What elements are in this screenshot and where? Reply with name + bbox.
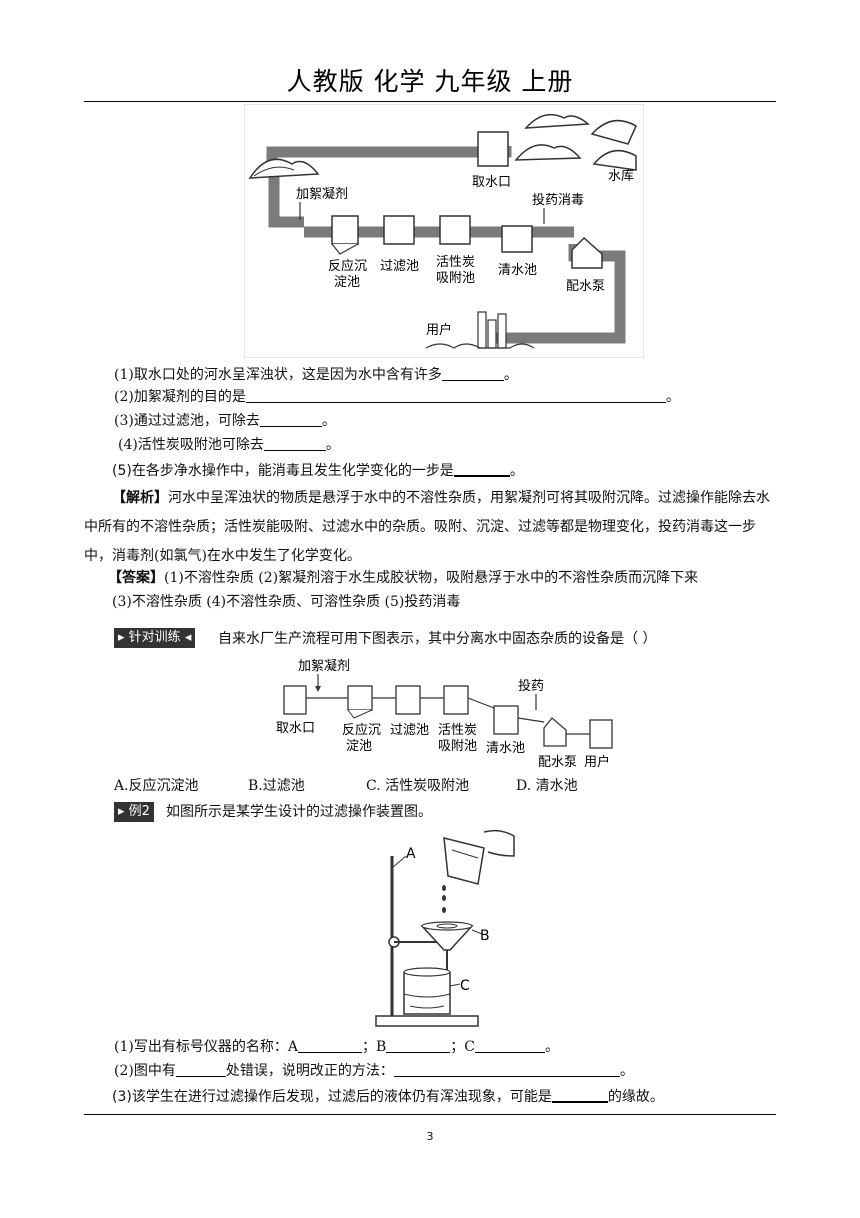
fig2-tank2-label: 过滤池 xyxy=(390,723,429,738)
q2-blank-reason[interactable] xyxy=(551,1087,608,1103)
fig2-tank4-label: 清水池 xyxy=(486,741,525,756)
q1-line-1: (1)取水口处的河水呈浑浊状，这是因为水中含有许多。 xyxy=(114,366,518,383)
fig1-pump-label: 配水泵 xyxy=(566,279,605,294)
q2-blank-a[interactable] xyxy=(297,1038,362,1053)
water-plant-diagram: 取水口 水库 加絮凝剂 投药消毒 反应沉 淀池 过滤池 活性炭 吸附池 清水池 … xyxy=(244,104,644,358)
fig1-tank4-label: 清水池 xyxy=(498,263,537,278)
example2-tag: ▸ 例2 xyxy=(114,800,154,822)
example2-question: 如图所示是某学生设计的过滤操作装置图。 xyxy=(166,804,432,820)
q1-blank-2[interactable] xyxy=(245,388,666,403)
fig2-intake-label: 取水口 xyxy=(276,721,315,736)
q2-line-2: (2)图中有处错误，说明改正的方法：。 xyxy=(114,1062,634,1079)
q1-blank-4[interactable] xyxy=(263,436,326,451)
fig1-intake-label: 取水口 xyxy=(472,175,511,190)
q1-line-5: (5)在各步净水操作中，能消毒且发生化学变化的一步是。 xyxy=(112,461,524,479)
option-a[interactable]: A.反应沉淀池 xyxy=(114,778,199,794)
analysis-text: 河水中呈浑浊状的物质是悬浮于水中的不溶性杂质，用絮凝剂可将其吸附沉降。过滤操作能… xyxy=(84,490,770,564)
header-rule xyxy=(84,101,776,102)
answer-line-1: 【答案】(1)不溶性杂质 (2)絮凝剂溶于水生成胶状物，吸附悬浮于水中的不溶性杂… xyxy=(108,570,699,586)
page-number: 3 xyxy=(426,1130,434,1143)
fig1-tank2-label: 过滤池 xyxy=(380,259,419,274)
fig1-tank1-label-line2: 淀池 xyxy=(334,275,360,290)
label-b: B xyxy=(480,928,490,944)
q1-line-2: (2)加絮凝剂的目的是。 xyxy=(114,388,680,405)
fig2-coagulant-label: 加絮凝剂 xyxy=(298,658,350,674)
option-b[interactable]: B.过滤池 xyxy=(248,778,305,794)
q1-blank-5[interactable] xyxy=(453,461,510,477)
answer-line-2: (3)不溶性杂质 (4)不溶性杂质、可溶性杂质 (5)投药消毒 xyxy=(112,594,461,610)
training-question: 自来水厂生产流程可用下图表示，其中分离水中固态杂质的设备是（ ） xyxy=(218,631,657,647)
q1-blank-1[interactable] xyxy=(441,366,504,381)
q2-blank-fix[interactable] xyxy=(393,1062,620,1077)
q2-blank-count[interactable] xyxy=(175,1062,226,1077)
filtration-apparatus-diagram: A B C xyxy=(375,829,515,1027)
fig2-tank3-label-line1: 活性炭 xyxy=(438,723,477,738)
fig2-pump-label: 配水泵 xyxy=(538,755,577,770)
fig1-user-label: 用户 xyxy=(426,322,452,338)
analysis-label: 【解析】 xyxy=(112,490,168,506)
label-c: C xyxy=(460,978,470,994)
fig1-reservoir-label: 水库 xyxy=(608,168,634,184)
analysis-paragraph: 【解析】河水中呈浑浊状的物质是悬浮于水中的不溶性杂质，用絮凝剂可将其吸附沉降。过… xyxy=(84,484,776,571)
fig1-tank3-label-line1: 活性炭 xyxy=(436,255,475,270)
fig2-tank1-label-line2: 淀池 xyxy=(346,739,372,754)
q2-blank-c[interactable] xyxy=(474,1038,545,1053)
q2-line-1: (1)写出有标号仪器的名称：A；B；C。 xyxy=(114,1038,559,1055)
fig2-user-label: 用户 xyxy=(584,754,610,770)
q2-blank-b[interactable] xyxy=(386,1038,451,1053)
label-a: A xyxy=(406,846,416,862)
q1-line-3: (3)通过过滤池，可除去。 xyxy=(114,412,336,429)
fig1-tank1-label-line1: 反应沉 xyxy=(328,258,367,274)
option-c[interactable]: C. 活性炭吸附池 xyxy=(366,778,470,794)
fig2-tank3-label-line2: 吸附池 xyxy=(438,739,477,754)
page-header-title: 人教版 化学 九年级 上册 xyxy=(286,67,574,96)
q1-blank-3[interactable] xyxy=(259,412,322,427)
simplified-flow-diagram: 加絮凝剂 投药 取水口 反应沉 淀池 过滤池 活性炭 吸附池 清水池 配水泵 用… xyxy=(276,658,613,770)
fig1-coagulant-label: 加絮凝剂 xyxy=(296,186,348,202)
fig2-tank1-label-line1: 反应沉 xyxy=(342,722,381,738)
footer-rule xyxy=(84,1114,776,1115)
fig1-tank3-label-line2: 吸附池 xyxy=(436,271,475,286)
fig2-dose-label: 投药 xyxy=(518,678,544,694)
q1-line-4: (4)活性炭吸附池可除去。 xyxy=(118,436,340,453)
training-tag: ▸ 针对训练 ◂ xyxy=(114,626,196,648)
q2-line-3: (3)该学生在进行过滤操作后发现，过滤后的液体仍有浑浊现象，可能是的缘故。 xyxy=(112,1087,664,1105)
option-d[interactable]: D. 清水池 xyxy=(516,778,578,794)
fig1-disinfect-label: 投药消毒 xyxy=(532,192,584,208)
